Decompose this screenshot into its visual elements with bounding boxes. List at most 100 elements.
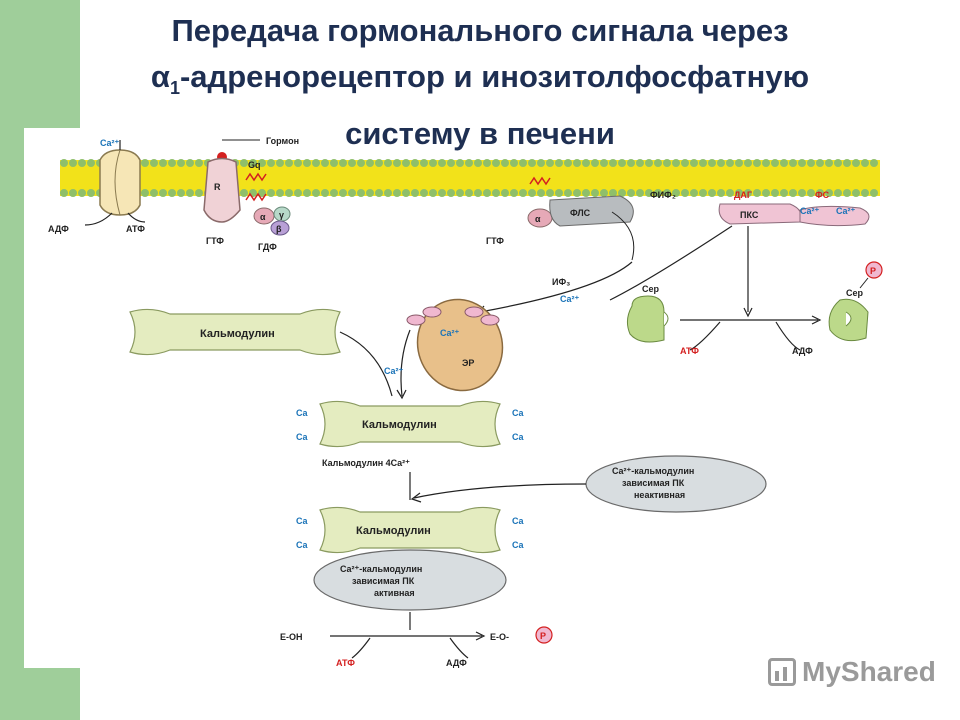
lipid-head	[384, 189, 392, 197]
lipid-head	[726, 189, 734, 197]
g-protein	[245, 172, 291, 236]
lipid-head	[546, 189, 554, 197]
ca-3-br: Ca	[512, 540, 524, 550]
lipid-head	[852, 189, 860, 197]
lipid-head	[645, 189, 653, 197]
lipid-head	[870, 189, 878, 197]
lipid-head	[726, 159, 734, 167]
lipid-head	[852, 159, 860, 167]
lipid-head	[411, 189, 419, 197]
lipid-head	[438, 159, 446, 167]
lipid-head	[681, 159, 689, 167]
lipid-head	[483, 189, 491, 197]
lipid-head	[501, 189, 509, 197]
lipid-head	[735, 159, 743, 167]
pks-label: ПКС	[740, 210, 759, 220]
ca-pks-1-label: Ca²⁺	[800, 206, 820, 216]
lipid-head	[519, 159, 527, 167]
lipid-head	[663, 159, 671, 167]
lipid-head	[861, 189, 869, 197]
lipid-head	[339, 159, 347, 167]
title-line-1: Передача гормонального сигнала через	[171, 13, 789, 48]
lipid-head	[474, 159, 482, 167]
lipid-head	[600, 189, 608, 197]
lipid-head	[744, 159, 752, 167]
lipid-head	[258, 189, 266, 197]
title-alpha: α	[150, 59, 170, 94]
lipid-head	[330, 189, 338, 197]
calmodulin-3-label: Кальмодулин	[356, 525, 431, 537]
pk-inactive-line-1: Ca²⁺-кальмодулин	[612, 466, 694, 476]
lipid-head	[798, 189, 806, 197]
calmodulin-2	[319, 400, 501, 448]
lipid-head	[330, 159, 338, 167]
ca-2-bl: Ca	[296, 432, 308, 442]
lipid-head	[303, 189, 311, 197]
lipid-head	[510, 189, 518, 197]
ca-2-tr: Ca	[512, 408, 524, 418]
lipid-head	[456, 189, 464, 197]
title-line-2-rest: -адренорецептор и инозитолфосфатную	[179, 59, 810, 94]
lipid-head	[528, 159, 536, 167]
lipid-head	[276, 189, 284, 197]
lipid-head	[690, 159, 698, 167]
fs-label: ФС	[815, 190, 830, 200]
slide-title: Передача гормонального сигнала через α1-…	[80, 8, 880, 157]
endoplasmic-reticulum	[396, 298, 504, 400]
lipid-head	[627, 189, 635, 197]
lipid-head	[609, 159, 617, 167]
lipid-head	[582, 159, 590, 167]
lipid-head	[375, 189, 383, 197]
atp-bottom-label: АТФ	[336, 658, 355, 668]
lipid-head	[708, 189, 716, 197]
lipid-head	[672, 159, 680, 167]
lipid-head	[186, 159, 194, 167]
lipid-head	[771, 159, 779, 167]
lipid-head	[528, 189, 536, 197]
lipid-head	[150, 189, 158, 197]
lipid-head	[483, 159, 491, 167]
lipid-head	[564, 159, 572, 167]
lipid-head	[717, 159, 725, 167]
ser-enzymes	[626, 261, 883, 343]
lipid-head	[717, 189, 725, 197]
beta-label: β	[276, 224, 282, 234]
lipid-head	[177, 159, 185, 167]
lipid-head	[411, 159, 419, 167]
lipid-head	[339, 189, 347, 197]
gtp-2-label: ГТФ	[486, 236, 504, 246]
lipid-head	[861, 159, 869, 167]
lipid-head	[267, 159, 275, 167]
lipid-head	[321, 159, 329, 167]
lipid-head	[681, 189, 689, 197]
lipid-head	[402, 189, 410, 197]
lipid-head	[348, 189, 356, 197]
pkc	[718, 203, 870, 227]
e-oh-label: Е-ОН	[280, 632, 303, 642]
lipid-head	[771, 189, 779, 197]
lipid-head	[780, 159, 788, 167]
calmodulin-1-arrow	[339, 331, 393, 397]
lipid-head	[654, 159, 662, 167]
title-line-3: систему в печени	[345, 116, 615, 152]
lipid-head	[699, 159, 707, 167]
lipid-head	[420, 189, 428, 197]
lipid-head	[564, 189, 572, 197]
lipid-head	[393, 189, 401, 197]
watermark: MyShared	[768, 656, 936, 688]
lipid-head	[87, 159, 95, 167]
lipid-head	[591, 189, 599, 197]
lipid-head	[366, 189, 374, 197]
lipid-head	[501, 159, 509, 167]
lipid-head	[438, 189, 446, 197]
lipid-head	[177, 189, 185, 197]
lipid-head	[645, 159, 653, 167]
lipid-head	[285, 189, 293, 197]
if3-label: ИФ₃	[552, 277, 570, 287]
lipid-head	[690, 189, 698, 197]
ser-2-label: Сер	[846, 288, 864, 298]
lipid-head	[249, 159, 257, 167]
cell-membrane	[60, 159, 880, 197]
ca-pks-2-label: Ca²⁺	[836, 206, 856, 216]
